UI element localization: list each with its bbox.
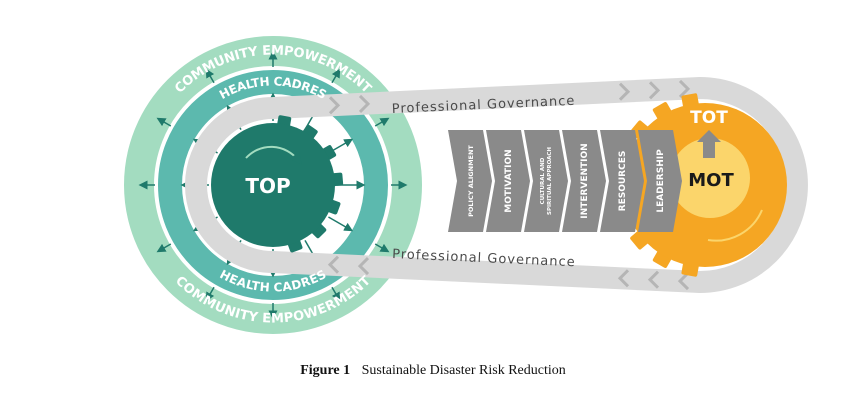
band-chevron-icon: [677, 272, 690, 291]
step-label-line: LEADERSHIP: [656, 149, 666, 213]
sdrr-diagram: Professional Governance Professional Gov…: [124, 36, 808, 334]
radial-arrow-icon: [331, 286, 341, 302]
step-label: RESOURCES: [618, 151, 628, 212]
step-label: INTERVENTION: [580, 143, 590, 218]
step-chevron-shape: [448, 130, 492, 232]
band-chevron-icon: [618, 82, 631, 101]
band-chevron-icon: [648, 81, 661, 100]
governance-band: [185, 77, 808, 293]
step-chevron: INTERVENTION: [562, 130, 606, 232]
step-chevron-shape: [486, 130, 530, 232]
step-chevron: LEADERSHIP: [638, 130, 682, 232]
band-chevron-icon: [328, 96, 341, 115]
mot-gear-label: MOT: [688, 170, 734, 191]
radial-arrow-icon: [205, 286, 215, 302]
band-chevron-icon: [358, 94, 371, 113]
steps: POLICY ALIGNMENT MOTIVATION CULTURAL ANDSP…: [448, 130, 682, 232]
band-chevron-icon: [357, 257, 370, 276]
mot-gear-core: [670, 138, 750, 218]
step-chevron: MOTIVATION: [486, 130, 530, 232]
tot-label: TOT: [690, 108, 728, 128]
step-label-line: INTERVENTION: [580, 143, 590, 218]
band-chevrons: [327, 79, 691, 291]
step-chevron: POLICY ALIGNMENT: [448, 130, 492, 232]
caption-number: Figure 1: [300, 363, 351, 378]
band-chevron-icon: [678, 79, 691, 98]
radial-arrow-icon: [156, 117, 172, 127]
top-gear-body: [211, 123, 335, 247]
step-chevron: RESOURCES: [600, 130, 644, 232]
figure-caption: Figure 1 Sustainable Disaster Risk Reduc…: [0, 363, 866, 379]
mot-rotation-arrow-icon: [707, 209, 763, 242]
step-label-line: CULTURAL AND: [540, 157, 546, 204]
radial-arrow-icon: [205, 68, 215, 84]
top-gear-label: TOP: [245, 174, 290, 198]
step-label-line: MOTIVATION: [504, 149, 514, 212]
top-gear: TOP: [211, 115, 344, 253]
step-label-line: RESOURCES: [618, 151, 628, 212]
step-label: MOTIVATION: [504, 149, 514, 212]
radial-arrow-icon: [156, 243, 172, 253]
band-chevron-icon: [327, 255, 340, 274]
step-chevron: CULTURAL ANDSPIRITUAL APPROACH: [524, 130, 568, 232]
tot-up-arrow-icon: [697, 130, 721, 158]
step-chevron-shape: [600, 130, 644, 232]
step-label: POLICY ALIGNMENT: [467, 145, 475, 217]
radial-arrow-icon: [374, 243, 390, 253]
step-label: LEADERSHIP: [656, 149, 666, 213]
step-label: CULTURAL ANDSPIRITUAL APPROACH: [540, 147, 553, 215]
top-rotation-arrow-icon: [245, 145, 302, 165]
band-chevron-icon: [617, 269, 630, 288]
step-chevron-shape: [638, 130, 682, 232]
step-label-line: SPIRITUAL APPROACH: [547, 147, 553, 215]
caption-text: Sustainable Disaster Risk Reduction: [361, 363, 566, 378]
band-chevron-icon: [647, 270, 660, 289]
radial-arrow-icon: [331, 68, 341, 84]
radial-arrow-icon: [374, 117, 390, 127]
middle-ring: [158, 70, 388, 300]
radial-arrow-icon: [328, 216, 354, 232]
step-chevron-shape: [562, 130, 606, 232]
step-chevron-shape: [524, 130, 568, 232]
step-label-line: POLICY ALIGNMENT: [467, 145, 475, 217]
